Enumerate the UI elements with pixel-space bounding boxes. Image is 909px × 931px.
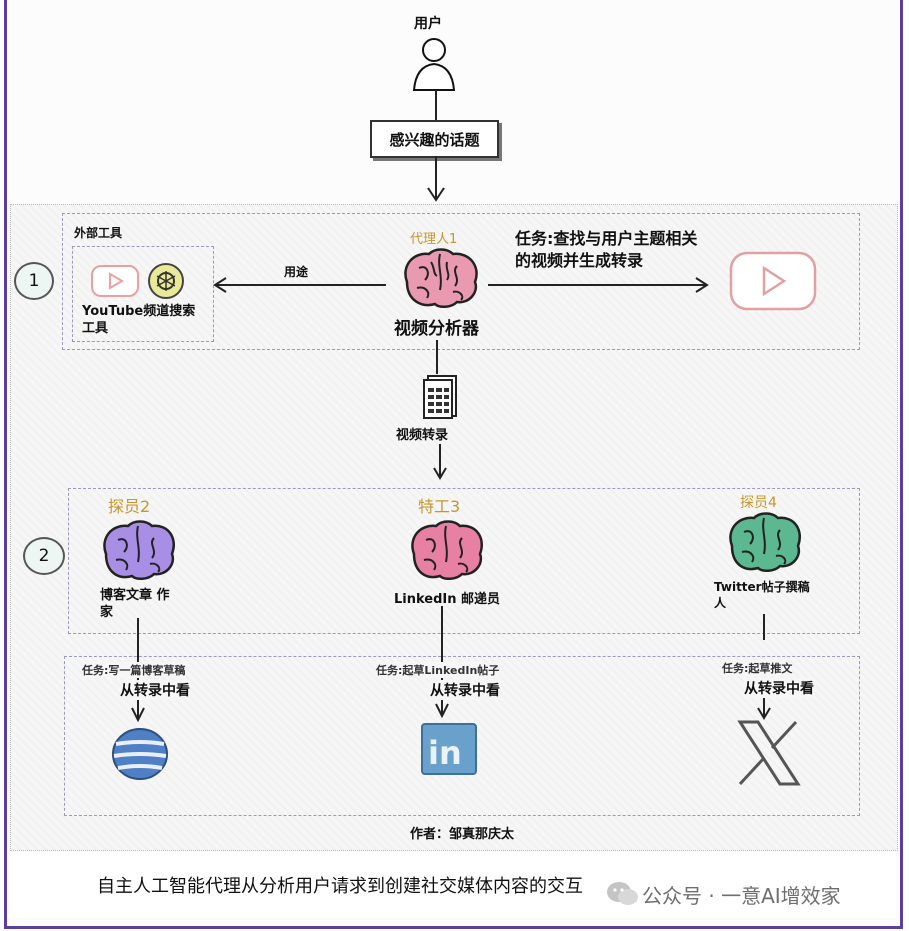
svg-text:in: in [428,734,462,772]
agent4-tag: 探员4 [740,495,777,511]
topic-box: 感兴趣的话题 [370,120,499,158]
agent3-source: 从转录中看 [430,680,500,700]
wechat-icon [606,880,640,908]
agent4-name-line2: 人 [714,596,727,610]
stage2-outputs-box [64,656,860,816]
user-icon [410,36,458,92]
stage2-agents-box [68,488,860,634]
stage1-box [62,213,860,350]
caption-bar [10,852,896,918]
transcript-label: 视频转录 [396,428,449,443]
agent4-brain-icon [722,512,806,574]
arrow-agent-to-video [488,277,709,293]
agent3-name-line1: LinkedIn 邮递员 [394,592,501,607]
agent3-task: 任务:起草LinkedIn帖子 [376,662,500,678]
document-icon [420,372,460,420]
external-tools-title: 外部工具 [74,226,123,240]
agent1-task-line2: 的视频并生成转录 [515,251,644,270]
arrow-transcript-to-stage2 [433,444,447,480]
arrow-agent4-to-x [757,614,771,720]
agent4-name-line1: Twitter帖子撰稿 [714,580,810,594]
agent2-tag: 探员2 [108,497,151,516]
topic-label: 感兴趣的话题 [389,130,480,149]
x-logo-icon [734,718,804,788]
caption: 自主人工智能代理从分析用户请求到创建社交媒体内容的交互 [97,876,583,897]
agent1-tag: 代理人1 [410,232,458,247]
chatgpt-icon [147,262,185,300]
arrow-topic-to-stage1 [427,156,445,202]
stage1-number-badge: 1 [14,262,54,300]
uses-label: 用途 [284,265,309,279]
user-label: 用户 [414,16,442,32]
agent1-name: 视频分析器 [394,319,479,339]
stage2-number-badge: 2 [23,537,65,575]
arrow-agent-to-tools [213,277,386,293]
agent2-name-line1: 博客文章 作 [100,588,170,603]
agent2-task: 任务:写一篇博客草稿 [82,662,186,678]
author-label: 作者：邹真那庆太 [410,827,515,842]
agent4-task: 任务:起草推文 [722,660,793,676]
agent1-brain-icon [397,246,483,312]
linkedin-icon: in [420,722,478,776]
agent3-brain-icon [404,520,488,582]
agent2-source: 从转录中看 [120,680,190,700]
video-output-icon [728,250,818,312]
agent2-name-line2: 家 [100,605,114,620]
agent3-tag: 特工3 [418,497,461,516]
arrow-agent-to-transcript [436,340,438,374]
tool-label-line2: 工具 [82,321,109,336]
arrow-user-to-topic [435,90,437,120]
external-tools-box [72,246,214,342]
blog-globe-icon [110,726,170,782]
stage2-number: 2 [38,546,50,566]
youtube-icon [90,264,140,298]
stage1-number: 1 [28,271,40,291]
tool-label-line1: YouTube频道搜索 [82,304,196,319]
watermark: 公众号 · 一意AI增效家 [642,884,841,908]
agent4-source: 从转录中看 [744,678,814,698]
agent1-task-line1: 任务:查找与用户主题相关 [515,229,698,248]
agent2-brain-icon [96,520,180,582]
